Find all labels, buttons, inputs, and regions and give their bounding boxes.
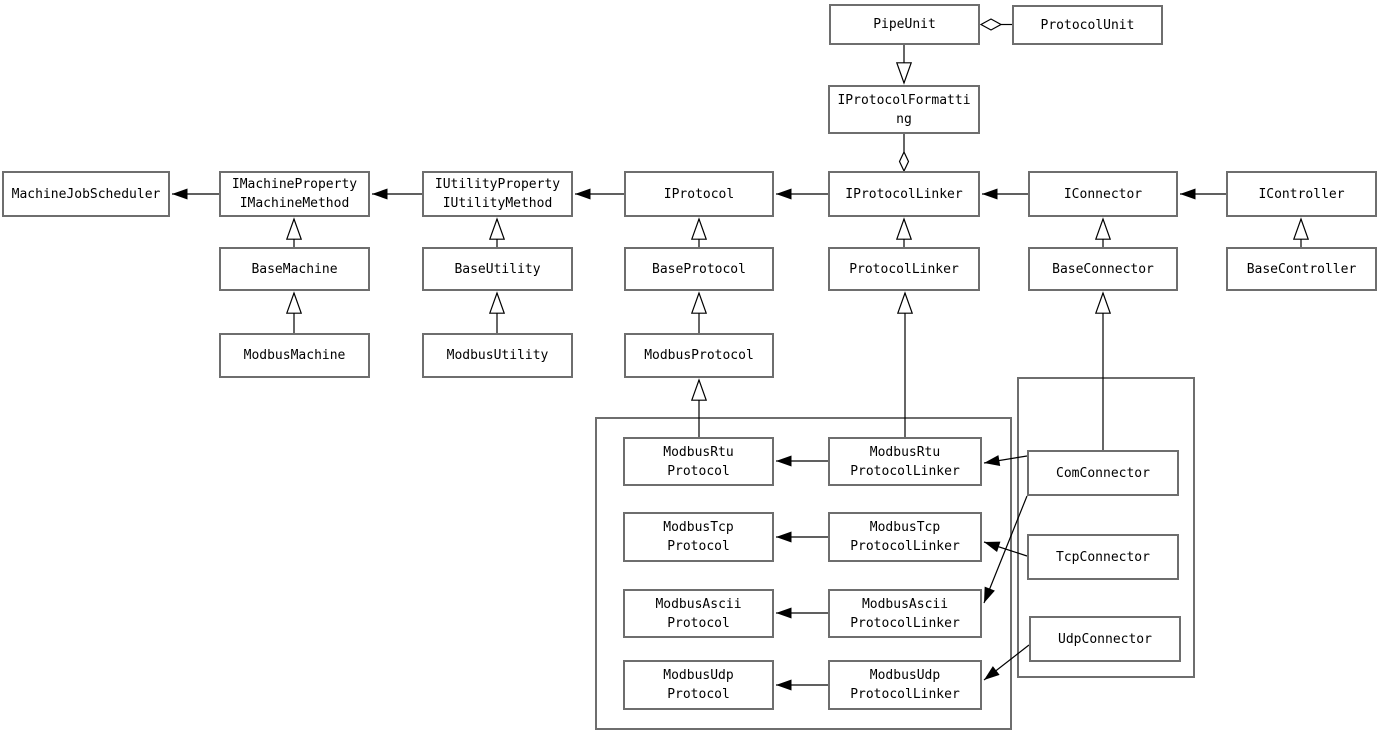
- node-label: TcpConnector: [1056, 549, 1150, 565]
- node-protocollinker: ProtocolLinker: [828, 247, 980, 291]
- node-label: IConnector: [1063, 186, 1143, 202]
- node-modbusudpprotocollinker: ModbusUdp ProtocolLinker: [828, 660, 982, 710]
- node-label: ProtocolLinker: [849, 261, 959, 277]
- node-label: BaseController: [1246, 261, 1357, 277]
- node-label: BaseMachine: [251, 261, 338, 277]
- node-modbusudpprotocol: ModbusUdp Protocol: [623, 660, 774, 710]
- node-label: ModbusTcp: [869, 520, 941, 535]
- node-baseutility: BaseUtility: [422, 247, 573, 291]
- node-label: IController: [1258, 186, 1345, 202]
- node-label: IProtocolLinker: [845, 186, 963, 202]
- node-label: ModbusRtu: [869, 444, 941, 460]
- node-basemachine: BaseMachine: [219, 247, 370, 291]
- node-basecontroller: BaseController: [1226, 247, 1377, 291]
- aggregation-diamond-pipeunit: [979, 18, 1003, 31]
- node-modbusasciiprotocol: ModbusAscii Protocol: [623, 589, 774, 638]
- edge-comconnector-to-rtulinker: [983, 455, 1028, 466]
- node-label: Protocol: [667, 539, 730, 554]
- node-label: UdpConnector: [1058, 631, 1152, 647]
- node-label: ProtocolLinker: [850, 539, 960, 554]
- node-label: ModbusAscii: [861, 596, 949, 612]
- node-label: ModbusRtu: [663, 444, 734, 460]
- node-icontroller: IController: [1226, 171, 1377, 217]
- group-modbus-protocol-family: [595, 417, 1012, 730]
- node-modbusprotocol: ModbusProtocol: [624, 333, 774, 378]
- node-modbusmachine: ModbusMachine: [219, 333, 370, 378]
- node-label: IProtocolFormatti: [837, 92, 971, 108]
- node-iconnector: IConnector: [1028, 171, 1178, 217]
- node-label: ModbusMachine: [243, 348, 346, 363]
- node-label: ModbusUtility: [446, 348, 549, 363]
- node-comconnector: ComConnector: [1027, 450, 1179, 496]
- edge-tcpconnector-to-tcplinker: [983, 541, 1028, 557]
- group-connector-family: [1017, 377, 1195, 678]
- edge-udpconnector-to-udplinker: [983, 644, 1030, 681]
- node-iutilityproperty-iutilitymethod: IUtilityProperty IUtilityMethod: [422, 171, 573, 217]
- node-label: IMachineMethod: [239, 196, 350, 211]
- node-label: IProtocol: [663, 186, 735, 202]
- node-label: IUtilityProperty: [434, 177, 561, 192]
- node-baseprotocol: BaseProtocol: [624, 247, 774, 291]
- node-label: ModbusUdp: [869, 668, 941, 683]
- node-iprotocolformatting: IProtocolFormatti ng: [828, 85, 980, 134]
- node-baseconnector: BaseConnector: [1028, 247, 1178, 291]
- node-iprotocol: IProtocol: [624, 171, 774, 217]
- node-modbusrtuprotocol: ModbusRtu Protocol: [623, 437, 774, 486]
- node-label: ProtocolUnit: [1040, 17, 1135, 33]
- aggregation-diamond-iprotocollinker: [898, 150, 910, 173]
- node-pipeunit: PipeUnit: [829, 4, 980, 45]
- node-label: Protocol: [667, 615, 730, 631]
- node-label: IMachineProperty: [231, 177, 358, 192]
- node-machinejobscheduler: MachineJobScheduler: [2, 171, 170, 217]
- node-modbustcpprotocol: ModbusTcp Protocol: [623, 512, 774, 562]
- node-label: IUtilityMethod: [442, 196, 553, 211]
- node-label: BaseUtility: [454, 261, 541, 277]
- node-tcpconnector: TcpConnector: [1027, 534, 1179, 580]
- node-label: ModbusProtocol: [644, 348, 754, 363]
- node-label: ng: [896, 111, 912, 127]
- node-modbustcpprotocollinker: ModbusTcp ProtocolLinker: [828, 512, 982, 562]
- node-label: BaseProtocol: [652, 261, 746, 277]
- node-modbusutility: ModbusUtility: [422, 333, 573, 378]
- node-label: Protocol: [667, 687, 730, 702]
- node-label: BaseConnector: [1052, 261, 1154, 277]
- node-label: MachineJobScheduler: [11, 186, 161, 202]
- node-udpconnector: UdpConnector: [1029, 616, 1181, 662]
- node-label: ModbusTcp: [663, 520, 734, 535]
- node-label: ModbusUdp: [663, 668, 734, 683]
- node-protocolunit: ProtocolUnit: [1012, 5, 1163, 45]
- node-modbusrtuprotocollinker: ModbusRtu ProtocolLinker: [828, 437, 982, 486]
- node-label: ModbusAscii: [655, 596, 742, 612]
- node-label: ProtocolLinker: [850, 615, 960, 631]
- node-modbusasciiprotocollinker: ModbusAscii ProtocolLinker: [828, 589, 982, 638]
- node-label: ProtocolLinker: [850, 687, 960, 702]
- node-label: ComConnector: [1056, 465, 1150, 481]
- node-label: PipeUnit: [873, 17, 936, 32]
- node-imachineproperty-imachinemethod: IMachineProperty IMachineMethod: [219, 171, 370, 217]
- node-label: ProtocolLinker: [850, 463, 960, 479]
- node-label: Protocol: [667, 463, 730, 479]
- node-iprotocollinker: IProtocolLinker: [828, 171, 980, 217]
